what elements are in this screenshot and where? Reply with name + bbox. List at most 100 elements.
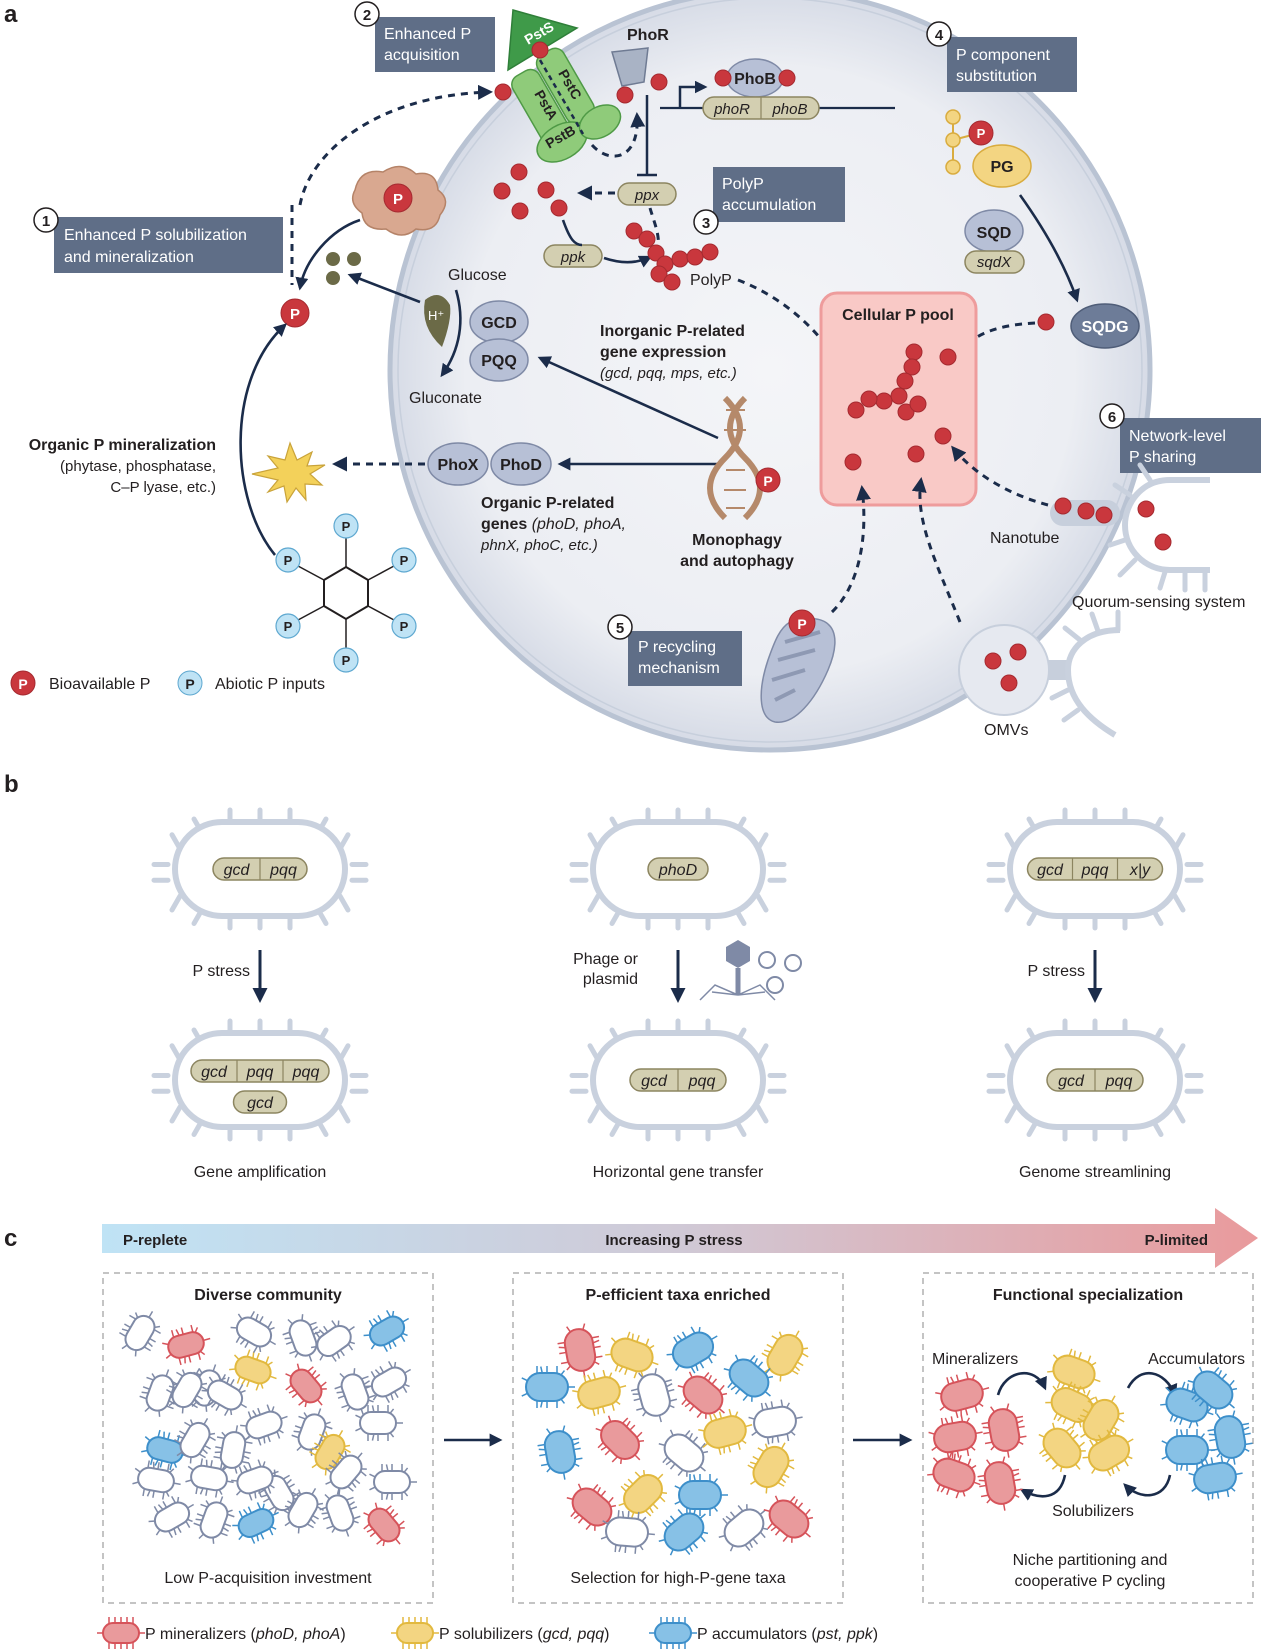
microbe-accumulator	[1207, 1410, 1253, 1465]
legend-swatch-icon	[649, 1617, 697, 1649]
microbe-mineralizer	[285, 1363, 327, 1408]
label: Horizontal gene transfer	[593, 1164, 764, 1181]
svg-text:PhoX: PhoX	[438, 457, 479, 474]
microbe-other	[718, 1504, 769, 1552]
p-dot	[1037, 313, 1055, 331]
microbe-accumulator	[1187, 1366, 1238, 1414]
svg-text:Mineralizers: Mineralizers	[932, 1351, 1018, 1368]
p-symbol: P	[342, 653, 351, 668]
phor-sensor: PhoR	[611, 27, 669, 104]
legend-item: P accumulators (pst, ppk)	[649, 1617, 878, 1649]
microbe-population	[119, 1310, 1253, 1556]
gene-label: gcd	[1037, 862, 1064, 879]
microbe-solubilizer	[1038, 1422, 1086, 1473]
nanotube-label: Nanotube	[990, 530, 1059, 547]
svg-text:Functional specialization: Functional specialization	[993, 1287, 1183, 1304]
gene-label: x|y	[1129, 862, 1151, 879]
legend-label: P accumulators (pst, ppk)	[697, 1626, 878, 1643]
microbe-other	[291, 1408, 333, 1456]
omvs	[958, 609, 1121, 738]
organic-acid-dots	[326, 252, 361, 285]
microbe-other	[185, 1458, 234, 1498]
microbe-mineralizer	[595, 1415, 645, 1465]
community-box-diverse: Diverse community Low P-acquisition inve…	[102, 1272, 434, 1604]
arrow-rock-to-p	[295, 218, 361, 291]
svg-text:PhoD: PhoD	[500, 457, 542, 474]
label: Phage or	[573, 951, 639, 968]
legend-panel-a: P Bioavailable P P Abiotic P inputs	[10, 670, 325, 696]
svg-text:PG: PG	[990, 159, 1013, 176]
microbe-other	[369, 1464, 417, 1500]
microbe-accumulator	[1161, 1429, 1215, 1471]
svg-text:Cellular P pool: Cellular P pool	[842, 307, 954, 324]
microbe-accumulator	[1188, 1455, 1243, 1501]
svg-text:P: P	[763, 473, 772, 489]
legend-swatch-icon	[97, 1617, 145, 1649]
gene-cassette	[190, 1059, 330, 1083]
arrow-dna-to-gcd	[537, 356, 719, 440]
svg-text:acquisition: acquisition	[384, 47, 460, 64]
step-number-badge	[354, 1, 380, 27]
arrow-to-transporter	[298, 84, 493, 206]
microbe-solubilizer	[605, 1331, 659, 1379]
microbe-accumulator	[723, 1354, 774, 1402]
svg-text:(phytase, phosphatase,: (phytase, phosphatase,	[60, 458, 216, 475]
microbe-mineralizer	[557, 1323, 603, 1378]
hplus-drop: H⁺	[424, 295, 451, 347]
svg-text:ppx: ppx	[634, 187, 660, 204]
panel-b-label: b	[4, 771, 19, 798]
gcd-pqq-enzyme: GCD PQQ	[469, 300, 529, 382]
svg-text:P: P	[797, 616, 806, 632]
p-dot	[494, 83, 512, 101]
label: P stress	[1028, 963, 1086, 980]
svg-text:Inorganic P-related: Inorganic P-related	[600, 323, 745, 340]
abiotic-p-dot	[275, 613, 301, 639]
microbe-accumulator	[666, 1326, 718, 1374]
microbe-other	[231, 1459, 279, 1501]
svg-text:2: 2	[363, 7, 371, 24]
step-5-label: 5 P recycling mechanism	[607, 614, 742, 686]
omvs-label: OMVs	[984, 722, 1028, 739]
mitochondrion-icon: P	[760, 609, 836, 723]
microbe-mineralizer	[981, 1403, 1027, 1458]
arrow-hplus-to-dots	[347, 272, 421, 304]
microbe-other	[365, 1361, 412, 1403]
svg-text:phoR: phoR	[713, 101, 750, 118]
microbe-other	[600, 1510, 655, 1554]
step-number-badge	[926, 21, 952, 47]
legend-swatch-icon	[391, 1617, 439, 1649]
svg-text:P sharing: P sharing	[1129, 449, 1196, 466]
gene-label: gcd	[201, 1064, 228, 1081]
microbe-mineralizer	[363, 1502, 405, 1547]
svg-text:SQD: SQD	[977, 225, 1012, 242]
microbe-solubilizer	[698, 1408, 753, 1456]
svg-text:and autophagy: and autophagy	[680, 553, 794, 570]
svg-text:P: P	[18, 676, 27, 692]
quorum-sensing-label: Quorum-sensing system	[1072, 594, 1245, 611]
label: Gene amplification	[194, 1164, 327, 1181]
microbe-mineralizer	[566, 1483, 617, 1531]
svg-text:and mineralization: and mineralization	[64, 249, 194, 266]
svg-text:Organic P-related: Organic P-related	[481, 495, 614, 512]
microbe-solubilizer	[229, 1349, 277, 1391]
svg-text:PQQ: PQQ	[481, 353, 517, 370]
svg-text:Diverse community: Diverse community	[194, 1287, 342, 1304]
microbe-accumulator	[1160, 1381, 1214, 1429]
abiotic-p-dot	[333, 647, 359, 673]
microbe-other	[230, 1311, 277, 1353]
svg-text:Organic P mineralization: Organic P mineralization	[29, 437, 216, 454]
sqdg-lipid: SQDG	[1070, 303, 1140, 349]
microbe-mineralizer	[162, 1324, 211, 1366]
step-6-label: 6 Network-level P sharing	[1099, 403, 1261, 473]
gene-label: gcd	[1058, 1073, 1085, 1090]
svg-text:C–P lyase, etc.): C–P lyase, etc.)	[110, 479, 216, 496]
svg-text:genes (phoD, phoA,: genes (phoD, phoA,	[481, 516, 626, 533]
step-3-label: 3 PolyP accumulation	[693, 167, 845, 235]
step-number-badge	[1099, 403, 1125, 429]
abiotic-p-dot	[391, 547, 417, 573]
svg-text:Enhanced P: Enhanced P	[384, 26, 471, 43]
microbe-other	[166, 1367, 208, 1414]
p-symbol: P	[284, 619, 293, 634]
microbe-solubilizer	[572, 1369, 627, 1417]
